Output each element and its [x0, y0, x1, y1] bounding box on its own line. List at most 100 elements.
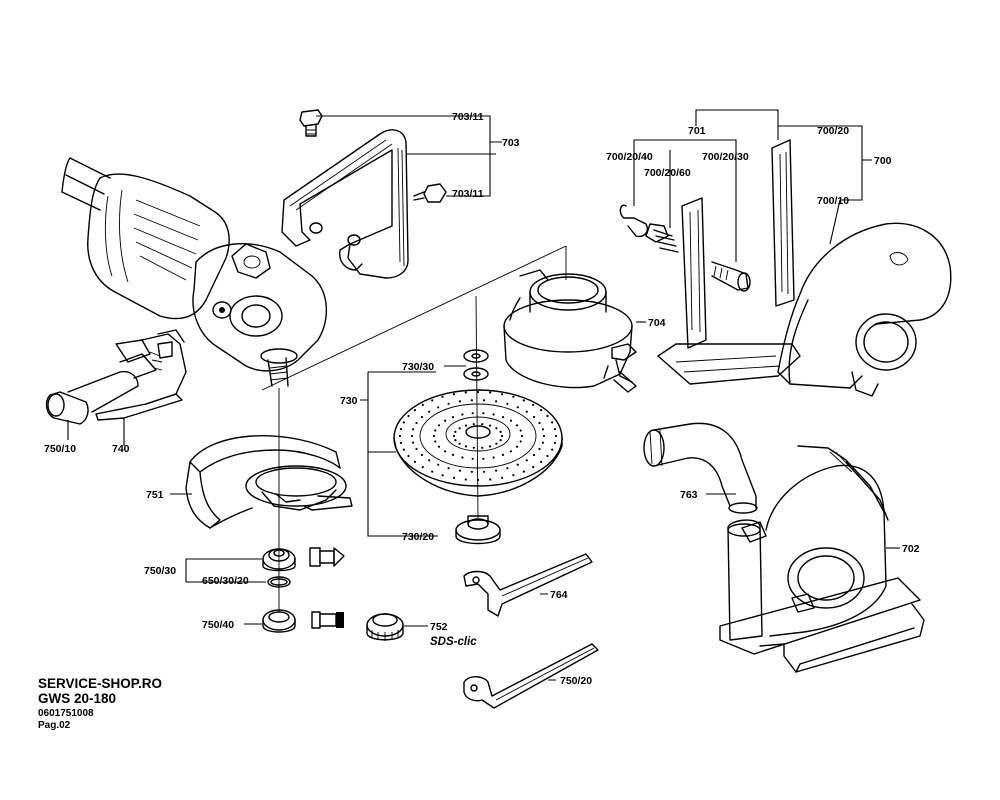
- disc-hole: [501, 453, 505, 456]
- label-730-30: 730/30: [402, 361, 434, 373]
- disc-hole: [444, 450, 447, 453]
- part-number: 0601751008: [38, 708, 94, 719]
- disc-hole: [515, 424, 519, 427]
- disc-hole: [461, 456, 464, 459]
- disc-hole: [476, 390, 480, 394]
- disc-hole: [412, 441, 415, 444]
- disc-hole: [464, 391, 467, 394]
- disc-hole: [500, 434, 504, 438]
- leader-lines: [67, 109, 900, 681]
- disc-hole: [471, 412, 474, 415]
- disc-hole: [525, 459, 528, 462]
- disc-hole: [428, 410, 431, 413]
- stirrup-handle: [281, 109, 447, 279]
- label-763: 763: [680, 489, 698, 501]
- disc-hole: [495, 427, 498, 430]
- disc-hole: [434, 429, 437, 432]
- disc-hole: [402, 421, 405, 424]
- shop-name: SERVICE-SHOP.RO: [38, 676, 162, 691]
- disc-hole: [452, 393, 455, 396]
- disc-hole: [458, 400, 461, 403]
- disc-hole: [452, 434, 456, 438]
- disc-hole: [538, 447, 541, 451]
- disc-hole: [407, 454, 410, 458]
- disc-hole: [458, 469, 461, 472]
- disc-hole: [471, 457, 474, 460]
- disc-hole: [512, 474, 515, 477]
- label-703-11-top: 703/11: [452, 111, 484, 123]
- disc-hole: [428, 459, 431, 462]
- disc-hole: [458, 442, 461, 445]
- disc-hole: [461, 413, 464, 416]
- disc-hole: [420, 453, 423, 457]
- label-752: 752: [430, 621, 448, 633]
- disc-hole: [546, 414, 549, 418]
- label-700-10: 700/10: [817, 195, 849, 207]
- disc-hole: [538, 421, 541, 425]
- disc-hole: [516, 406, 519, 409]
- flange-orientation-symbols: [309, 547, 345, 629]
- disc-hole: [495, 400, 498, 403]
- model-name: GWS 20-180: [38, 691, 116, 706]
- sds-clic-nut-752: [366, 613, 404, 641]
- disc-hole: [464, 445, 468, 448]
- disc-hole: [441, 474, 444, 477]
- label-750-20-wrench: 750/20: [560, 675, 592, 687]
- disc-hole: [470, 399, 473, 402]
- label-701: 701: [688, 125, 706, 137]
- label-700-20-top: 700/20: [817, 125, 849, 137]
- disc-hole: [451, 453, 455, 456]
- label-730-20: 730/20: [402, 531, 434, 543]
- disc-hole: [431, 470, 434, 473]
- disc-hole: [399, 441, 403, 444]
- disc-hole: [421, 403, 424, 406]
- label-750-30: 750/30: [144, 565, 176, 577]
- cutting-hood-702: [719, 445, 925, 673]
- disc-hole: [501, 393, 504, 396]
- disc-hole: [495, 442, 498, 445]
- disc-hole: [489, 478, 492, 481]
- disc-hole: [413, 409, 416, 412]
- disc-hole: [464, 424, 468, 427]
- disc-hole: [481, 446, 484, 449]
- label-sds-clic: SDS-clic: [430, 636, 477, 648]
- disc-hole: [520, 434, 524, 438]
- disc-hole: [452, 476, 455, 479]
- disc-hole: [540, 409, 543, 412]
- backing-disc-730: [393, 389, 563, 497]
- disc-hole: [432, 434, 436, 438]
- clamp-nut-730-20: [455, 515, 501, 545]
- extraction-hood-704: [503, 269, 637, 393]
- disc-hole: [454, 430, 457, 433]
- disc-hole: [525, 410, 528, 413]
- cutting-guide-700: [619, 139, 952, 397]
- disc-hole: [499, 439, 502, 442]
- disc-hole: [546, 454, 549, 458]
- disc-hole: [458, 427, 461, 430]
- disc-hole: [444, 419, 447, 422]
- disc-hole: [483, 470, 486, 473]
- disc-hole: [437, 424, 441, 427]
- label-703-11-bottom: 703/11: [452, 188, 484, 200]
- disc-hole: [451, 416, 455, 419]
- disc-hole: [501, 416, 505, 419]
- disc-hole: [553, 428, 557, 431]
- label-751: 751: [146, 489, 164, 501]
- label-704: 704: [648, 317, 666, 329]
- label-764: 764: [550, 589, 568, 601]
- disc-hole: [551, 421, 554, 424]
- disc-hole: [437, 445, 441, 448]
- disc-hole: [532, 403, 535, 406]
- disc-hole: [533, 453, 536, 457]
- disc-hole: [441, 395, 444, 398]
- disc-hole: [472, 446, 475, 449]
- disc-hole: [407, 414, 410, 418]
- disc-hole: [532, 466, 535, 469]
- disc-hole: [447, 467, 450, 470]
- angle-grinder-body: [61, 157, 328, 387]
- disc-hole: [541, 441, 545, 444]
- washer-730-30-top: [463, 349, 489, 363]
- disc-hole: [431, 399, 434, 402]
- part-labels: 703/11 703 703/11 701 700/20 700/20/40 7…: [44, 111, 920, 687]
- disc-hole: [415, 447, 418, 451]
